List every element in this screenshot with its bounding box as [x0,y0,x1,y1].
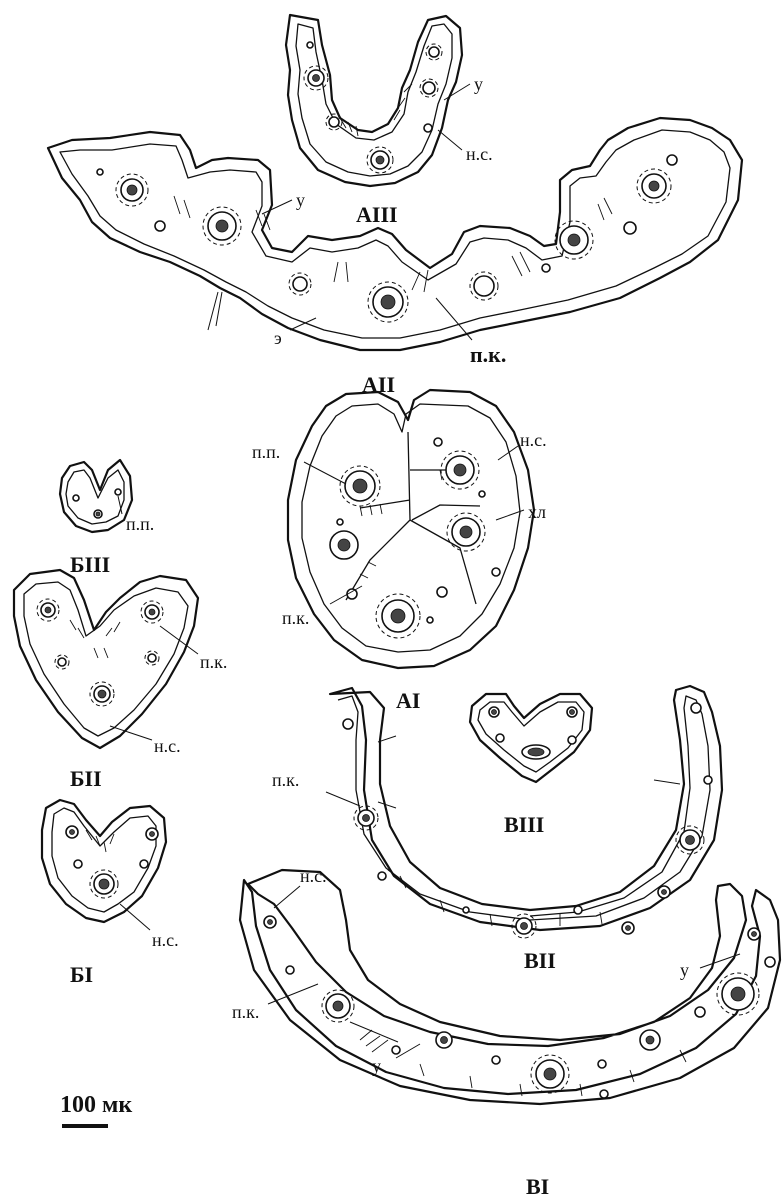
section-bii [14,570,198,748]
section-vi [240,870,780,1104]
section-bi [42,800,166,922]
annotation-e-aii: э [274,328,282,348]
section-aiii [286,15,462,186]
annotation-ns-aiii: н.с. [466,144,493,164]
scale-bar: 100 мк [60,1092,132,1126]
label-bii: БII [70,766,102,791]
label-vi: BI [526,1174,549,1199]
section-viii [470,694,592,782]
label-viii: BIII [504,812,544,837]
label-bi: БI [70,962,93,987]
annotation-u-vi: у [680,960,689,980]
section-vi-outline [248,870,746,1046]
annotation-u-aiii: у [474,74,483,94]
annotation-chl-ai: хл [528,502,546,522]
section-biii [60,460,132,532]
annotation-pk-ai: п.к. [282,608,309,628]
annotation-pk-bii: п.к. [200,652,227,672]
scale-bar-label: 100 мк [60,1092,132,1118]
annotation-pk-vi: п.к. [232,1002,259,1022]
label-vii: BII [524,948,556,973]
annotation-ns-vii: н.с. [300,866,327,886]
section-vi-outline-outer [240,880,780,1104]
section-aii [48,118,742,350]
annotation-ns-bi: н.с. [152,930,179,950]
annotation-ns-ai: н.с. [520,430,547,450]
section-biii-outline [60,460,132,532]
label-biii: БIII [70,552,110,577]
label-aii: AII [362,372,395,397]
annotation-u-vi-2: у [372,1056,381,1076]
annotation-pp-biii: п.п. [126,514,154,534]
label-aiii: AIII [356,202,398,227]
label-ai: AI [396,688,420,713]
annotation-pk-aii: п.к. [470,342,506,367]
annotation-u-aii: у [296,190,305,210]
annotation-ns-bii: н.с. [154,736,181,756]
section-ai [288,390,534,668]
annotation-pk-vii: п.к. [272,770,299,790]
annotation-pp-ai: п.п. [252,442,280,462]
leader-lines [110,84,740,1058]
